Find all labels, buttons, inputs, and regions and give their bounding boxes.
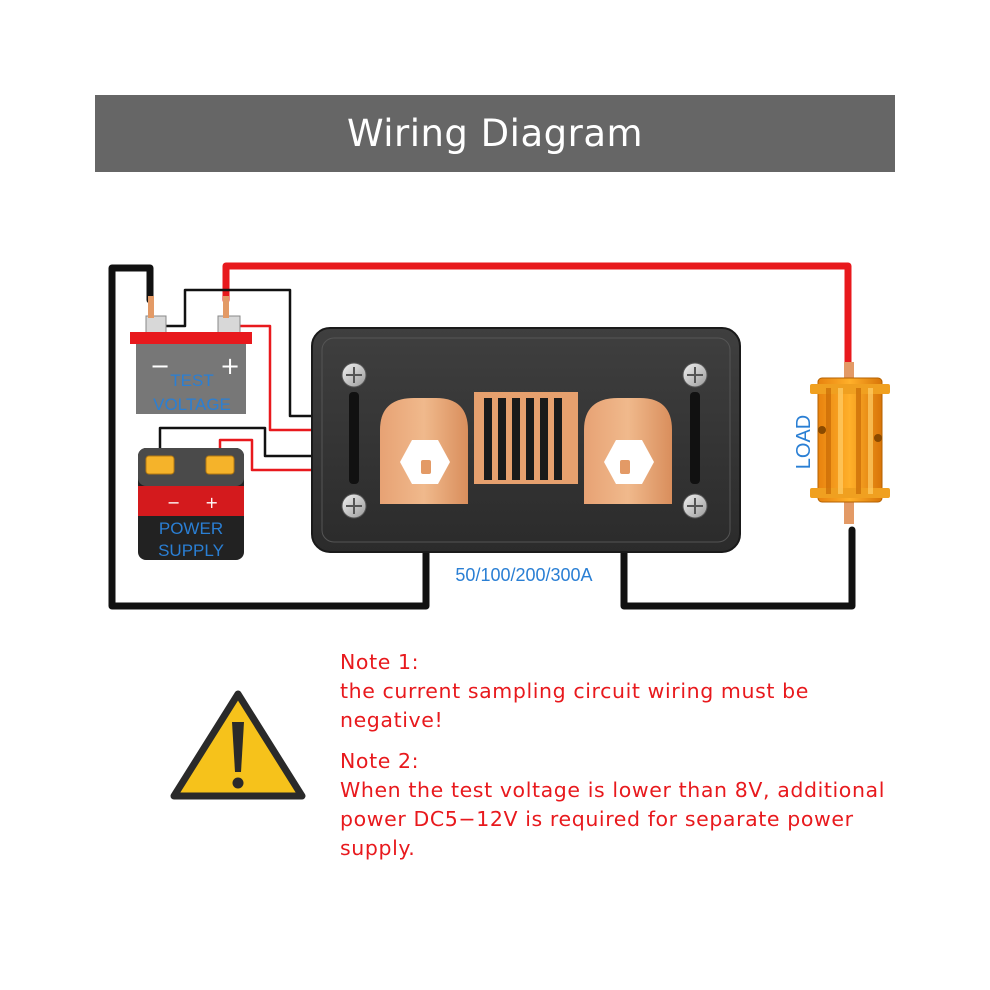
note-2: Note 2: When the test voltage is lower t… — [340, 747, 900, 863]
current-range-label: 50/100/200/300A — [455, 565, 592, 585]
notes-section: Note 1: the current sampling circuit wir… — [340, 648, 900, 875]
power-supply-label-1: POWER — [159, 519, 223, 538]
test-voltage-battery: − + TEST VOLTAGE — [130, 296, 252, 414]
note-2-title: Note 2: — [340, 749, 420, 773]
test-voltage-plus: + — [220, 352, 240, 380]
power-supply-minus: − — [167, 493, 180, 512]
shunt-bars — [474, 392, 578, 484]
load-label: LOAD — [793, 415, 815, 469]
screw-icon — [341, 362, 708, 519]
thin-wires — [158, 288, 318, 472]
page-title: Wiring Diagram — [346, 112, 644, 155]
warning-triangle-icon — [170, 690, 306, 800]
red-wire-main — [222, 262, 852, 369]
note-2-text: When the test voltage is lower than 8V, … — [340, 778, 886, 860]
black-wire-main — [108, 264, 430, 610]
note-1-title: Note 1: — [340, 650, 420, 674]
title-bar: Wiring Diagram — [95, 95, 895, 172]
test-voltage-label-1: TEST — [170, 371, 213, 390]
test-voltage-label-2: VOLTAGE — [153, 395, 231, 414]
power-supply-plus: + — [205, 493, 218, 512]
note-1: Note 1: the current sampling circuit wir… — [340, 648, 900, 735]
test-voltage-minus: − — [150, 352, 170, 380]
load-resistor — [810, 362, 890, 524]
power-supply-label-2: SUPPLY — [158, 541, 224, 560]
note-1-text: the current sampling circuit wiring must… — [340, 679, 809, 732]
meter-module — [311, 327, 741, 553]
power-supply-battery: − + POWER SUPPLY — [138, 448, 244, 560]
